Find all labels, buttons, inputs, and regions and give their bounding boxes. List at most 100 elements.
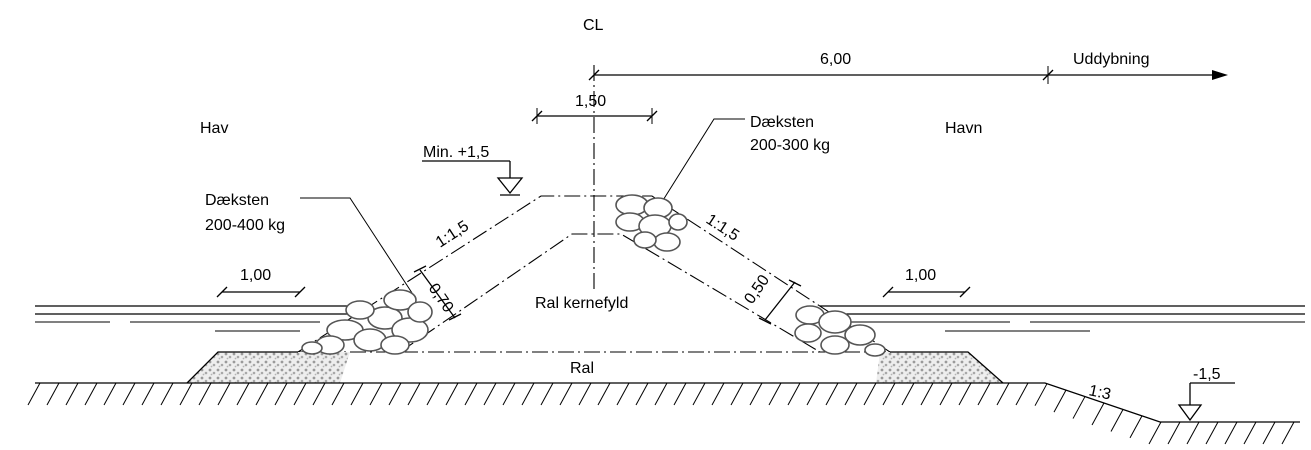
sea-label: Hav — [200, 120, 228, 137]
thickness-right-value: 0,50 — [741, 272, 773, 307]
seabed-hatch-line — [388, 382, 402, 406]
berm-left-value: 1,00 — [240, 267, 271, 284]
seabed-hatch-line — [825, 382, 839, 406]
seabed-hatch-line — [198, 382, 212, 406]
seabed-hatch-line — [331, 382, 345, 406]
seabed-hatch-line — [350, 382, 364, 406]
seabed-hatch-line — [1148, 421, 1162, 445]
seabed-hatch-line — [426, 382, 440, 406]
slope-left-label: 1:1,5 — [433, 218, 472, 252]
armour-stones-right-bottom — [794, 305, 886, 357]
depth-level-label: -1,5 — [1193, 366, 1221, 383]
depth-level-marker — [1177, 382, 1235, 422]
seabed-hatch-line — [255, 382, 269, 406]
base-outline — [186, 351, 298, 384]
seabed-hatch-line — [46, 382, 60, 406]
seabed-hatch-line — [977, 382, 991, 406]
seabed-hatch-line — [958, 382, 972, 406]
seabed-hatch-line — [863, 382, 877, 406]
crest-width-value: 1,50 — [575, 93, 606, 110]
slope-right-label: 1:1,5 — [703, 211, 742, 245]
seabed-hatch-line — [1243, 421, 1257, 445]
seabed-hatch-line — [293, 382, 307, 406]
seabed-hatch-line — [597, 382, 611, 406]
seabed-hatch-line — [711, 382, 725, 406]
seabed-hatch-line — [559, 382, 573, 406]
armour-left-leader — [300, 197, 415, 297]
seabed-hatch-line — [920, 382, 934, 406]
armour-left-weight: 200-400 kg — [205, 217, 285, 234]
core-label: Ral kernefyld — [535, 295, 628, 312]
min-level-label: Min. +1,5 — [423, 144, 489, 161]
seabed-hatch-line — [1262, 421, 1276, 445]
seabed-hatch-line — [1034, 383, 1048, 406]
thickness-left-dimension — [413, 265, 462, 321]
seabed-line — [35, 382, 1300, 423]
min-level-marker — [422, 160, 524, 196]
seabed-hatch-line — [1110, 409, 1124, 432]
top-dimension — [588, 66, 1228, 84]
seabed-hatch-line — [1224, 421, 1238, 445]
seabed-hatch-line — [730, 382, 744, 406]
armour-right-weight: 200-300 kg — [750, 137, 830, 154]
seabed-hatch-line — [236, 382, 250, 406]
water-lines — [35, 305, 1305, 332]
base-outline-right — [890, 351, 1004, 384]
armour-left-title: Dæksten — [205, 192, 269, 209]
seabed-hatch-line — [179, 382, 193, 406]
seabed-hatch-line — [1186, 421, 1200, 445]
seabed-hatch-line — [635, 382, 649, 406]
harbour-label: Havn — [945, 120, 982, 137]
seabed-hatch-line — [141, 382, 155, 406]
seabed-hatch-line — [27, 382, 41, 406]
seabed-hatch-line — [1072, 396, 1086, 419]
seabed-hatch-line — [502, 382, 516, 406]
seabed-hatch-line — [749, 382, 763, 406]
core-profile — [399, 233, 821, 353]
seabed-hatch-line — [160, 382, 174, 406]
base-label: Ral — [570, 360, 594, 377]
seabed-hatch-line — [806, 382, 820, 406]
seabed-hatch-line — [103, 382, 117, 406]
seabed-hatch-line — [464, 382, 478, 406]
seabed-hatch-line — [65, 382, 79, 406]
thickness-right-dimension — [758, 279, 802, 325]
seabed-hatch-line — [445, 382, 459, 406]
seabed-hatch-line — [616, 382, 630, 406]
berm-left-dimension — [216, 286, 306, 298]
gravel-bed-right — [876, 352, 1003, 383]
seabed-hatch-line — [901, 382, 915, 406]
seabed-hatch-line — [483, 382, 497, 406]
slope-bottom-label: 1:3 — [1087, 382, 1112, 403]
seabed-hatch-line — [122, 382, 136, 406]
seabed-hatch-line — [692, 382, 706, 406]
seabed-hatch-line — [369, 382, 383, 406]
seabed-hatch-line — [1091, 402, 1105, 426]
gravel-bed-left — [187, 352, 350, 383]
armour-stones-left — [301, 289, 433, 355]
armour-right-title: Dæksten — [750, 114, 814, 131]
seabed-hatch-line — [996, 382, 1010, 406]
seabed-hatch-line — [882, 382, 896, 406]
seabed-hatch-line — [673, 382, 687, 406]
seabed-hatch-line — [540, 382, 554, 406]
seabed-hatch-line — [939, 382, 953, 406]
top-dimension-value: 6,00 — [820, 51, 851, 68]
outer-profile — [297, 195, 891, 353]
seabed-hatch-line — [1205, 421, 1219, 445]
seabed-hatch-line — [1129, 415, 1143, 439]
armour-stones-right-top — [615, 194, 688, 252]
berm-right-dimension — [882, 286, 971, 298]
seabed-hatch-line — [578, 382, 592, 406]
seabed-hatch-line — [1015, 382, 1029, 406]
seabed-hatch-line — [1281, 421, 1295, 445]
centerline-label: CL — [583, 17, 604, 34]
seabed-hatch-line — [312, 382, 326, 406]
seabed-hatch-line — [521, 382, 535, 406]
seabed-hatch-line — [787, 382, 801, 406]
seabed-hatch-line — [768, 382, 782, 406]
seabed-hatch — [27, 382, 1295, 445]
seabed-hatch-line — [407, 382, 421, 406]
berm-right-value: 1,00 — [905, 267, 936, 284]
